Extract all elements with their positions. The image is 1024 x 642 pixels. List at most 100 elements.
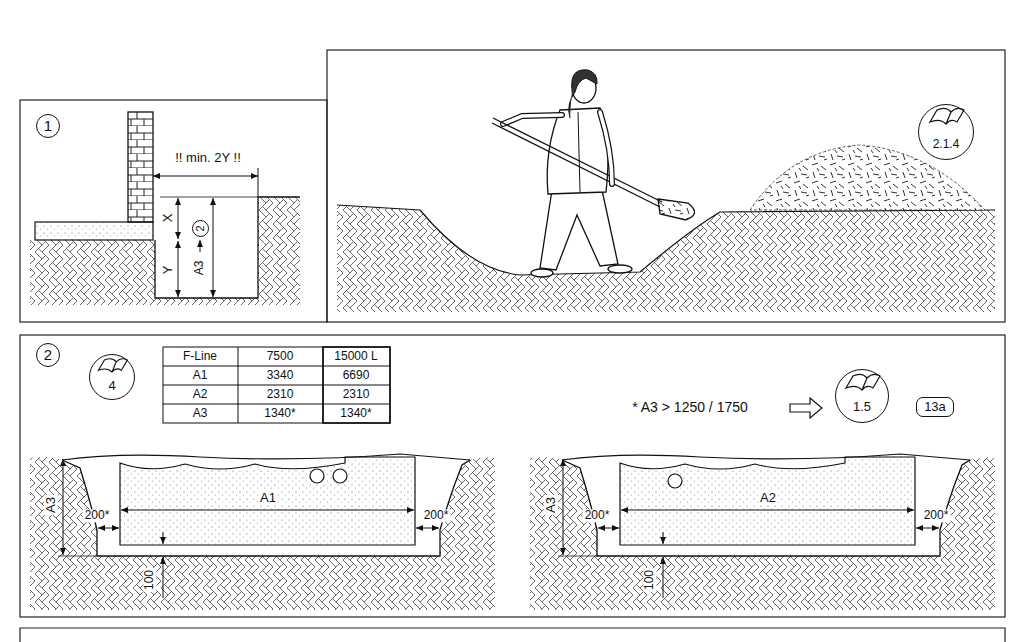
person-shoe [531,269,553,277]
dimension-line [178,198,179,239]
callout-number: 1 [36,114,60,138]
table-cell: F-Line [181,350,219,363]
dimension-label: Y [161,264,175,277]
extension-line [258,168,259,197]
dimension-label: !! min. 2Y !! [173,151,243,165]
table-cell: 1340* [338,407,373,420]
dimension-label: 200* [583,509,612,522]
node-text: 2 [44,347,52,364]
book-icon-shape [930,108,964,124]
table-cell: 3340 [265,369,296,382]
node-text: 4 [108,379,115,393]
dimension-line [153,176,258,177]
panel-frame [20,335,1005,617]
pit-outline [155,197,300,298]
node-text: 1 [44,118,52,135]
manual-reference-circle: 1.5 [835,369,889,423]
dimension-label: X [161,212,175,225]
table-cell: A2 [191,388,210,401]
shovel-blade [658,199,695,220]
book-icon [98,359,127,372]
table-column-border [323,347,390,423]
person-coat [547,108,608,194]
dimension-label: 200* [922,509,951,522]
floor-slab [35,222,153,240]
dimension-label: A3 [544,495,558,515]
table-cell: 2310 [341,388,372,401]
dimension-label: 200* [83,509,112,522]
book-icon-shape [98,359,127,372]
dimension-line [98,528,119,529]
callout-number: 2 [192,220,209,237]
pointer-arrow [200,240,201,252]
spoil-heap-ground [750,145,985,210]
person-legs [540,190,618,270]
table-cell: 15000 L [332,350,379,363]
node-text: 13a [924,400,946,414]
brick-wall [128,112,153,222]
table-cell: 2310 [265,388,296,401]
note-text: * A3 > 1250 / 1750 [630,400,750,415]
spoil-heap [750,145,985,210]
person-hair [569,70,597,118]
hollow-arrow [790,398,822,418]
tank-opening [333,469,347,483]
dimension-line [178,241,179,297]
dimension-line [163,557,164,598]
book-icon-shape [846,374,880,390]
extension-line [58,556,97,557]
person-coat-seam [578,112,580,192]
dimension-label: A1 [258,491,278,505]
digging-scene [337,70,995,312]
dimension-line [63,459,64,555]
node-text: 1.5 [853,400,871,414]
callout-number: 2 [36,343,60,367]
manual-reference-circle: 2.1.4 [918,104,974,160]
dimension-line [121,510,414,511]
person-arm [600,112,612,184]
dimension-label: 100 [143,568,156,592]
dimension-line [416,528,439,529]
tank-opening [310,469,324,483]
panel-frames [20,50,1005,642]
dimension-label: 200* [422,509,451,522]
dimension-line [213,198,214,297]
shovel-handle [492,118,662,207]
size-table-grid [163,347,390,423]
book-icon [930,108,964,124]
person-arm [503,115,562,124]
node-text: 2.1.4 [933,138,960,151]
person-shoe [608,265,632,273]
soil [30,457,495,610]
dimension-label: A3 [193,259,206,278]
extension-line [160,197,258,198]
table-cell: A3 [191,407,210,420]
table-rules [163,347,390,423]
dimension-line [163,532,164,544]
soil [30,197,300,305]
table-cell: 6690 [341,369,372,382]
panel-frame [327,50,1005,322]
dimension-label: A2 [758,491,778,505]
tank [120,457,415,545]
dimension-label: A3 [44,495,58,515]
tank-pit-section [30,454,495,610]
panel-frame [20,628,1005,642]
table-border [163,347,390,423]
table-cell: A1 [191,369,210,382]
pit-section [30,112,300,305]
person-arm [600,112,612,184]
manual-reference-circle: 4 [89,354,135,400]
tank-opening [668,474,682,488]
tank-pit-section [530,454,995,610]
book-icon [846,374,880,390]
table-cell: 7500 [265,350,296,363]
callout-number: 13a [916,397,954,417]
panel-frame [20,100,327,322]
node-text: 2 [194,225,206,231]
person-arm [503,115,562,124]
table-cell: 1340* [262,407,297,420]
ground [337,205,995,312]
dimension-label: 100 [643,568,656,592]
